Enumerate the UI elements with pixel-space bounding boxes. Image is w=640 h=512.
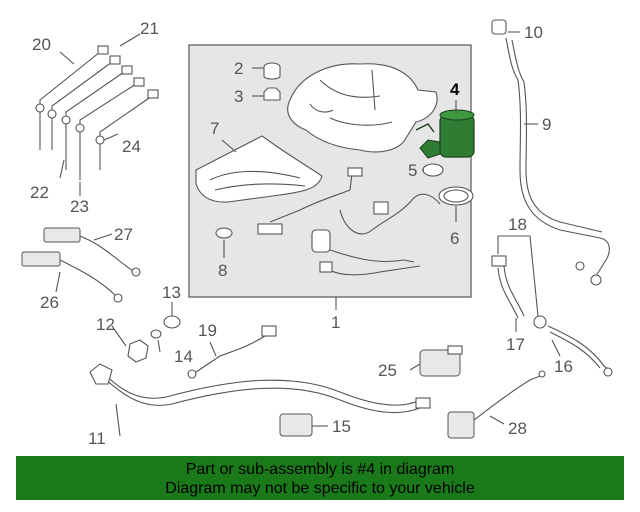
sensor-cable-19[interactable]	[187, 325, 277, 379]
bracket-12[interactable]	[127, 339, 149, 363]
callout-28: 28	[508, 419, 527, 438]
cap-part-2[interactable]	[263, 62, 281, 80]
oxygen-sensors[interactable]	[35, 45, 159, 180]
sensor-harness-27[interactable]	[43, 227, 141, 277]
callout-14: 14	[174, 347, 193, 366]
fuel-pump-harness[interactable]	[257, 167, 441, 276]
valve-part-3[interactable]	[263, 87, 281, 101]
module-15[interactable]	[279, 413, 313, 437]
callout-20: 20	[32, 35, 51, 54]
callout-22: 22	[30, 183, 49, 202]
callout-9: 9	[542, 115, 551, 134]
callout-19: 19	[198, 321, 217, 340]
clip-14[interactable]	[150, 329, 162, 339]
callout-8: 8	[218, 261, 227, 280]
banner-line-2: Diagram may not be specific to your vehi…	[165, 480, 475, 497]
grommet[interactable]	[215, 227, 233, 239]
callout-1: 1	[331, 313, 340, 332]
fuel-filter[interactable]	[311, 229, 333, 273]
callout-24: 24	[122, 137, 141, 156]
callout-23: 23	[70, 197, 89, 216]
callout-26: 26	[40, 293, 59, 312]
callout-21: 21	[140, 19, 159, 38]
callout-17: 17	[506, 335, 525, 354]
callout-5: 5	[408, 161, 417, 180]
callout-2: 2	[234, 59, 243, 78]
clip-13[interactable]	[163, 315, 181, 329]
hose-16[interactable]	[547, 325, 613, 377]
callout-25: 25	[378, 361, 397, 380]
callout-15: 15	[332, 417, 351, 436]
fuel-line-9[interactable]	[491, 19, 610, 286]
lock-ring[interactable]	[438, 186, 474, 206]
callout-12: 12	[96, 315, 115, 334]
callout-11: 11	[88, 429, 106, 448]
heat-shield[interactable]	[195, 135, 323, 203]
fuel-tank[interactable]	[287, 63, 438, 153]
check-valve-assembly[interactable]	[491, 255, 547, 329]
callout-4: 4	[450, 80, 460, 99]
parts-diagram: 1 2 3 4 5 6 7 8 9 10 11 12 13 14 15 16 1…	[21, 19, 613, 448]
callout-3: 3	[234, 87, 243, 106]
callout-13: 13	[162, 283, 181, 302]
callout-10: 10	[524, 23, 543, 42]
sensor-28[interactable]	[447, 370, 546, 439]
callout-7: 7	[210, 119, 219, 138]
fuel-pump-highlight[interactable]	[415, 109, 475, 159]
sensor-harness-26[interactable]	[21, 251, 123, 303]
leader-lines	[55, 31, 561, 437]
callout-16: 16	[554, 357, 573, 376]
info-banner: Part or sub-assembly is #4 in diagram Di…	[16, 456, 624, 500]
callout-27: 27	[114, 225, 133, 244]
callout-6: 6	[450, 229, 459, 248]
seal-ring[interactable]	[422, 163, 444, 177]
callout-18: 18	[508, 215, 527, 234]
purge-valve-25[interactable]	[419, 345, 463, 377]
banner-line-1: Part or sub-assembly is #4 in diagram	[185, 461, 455, 478]
vapor-line-11[interactable]	[89, 363, 431, 414]
